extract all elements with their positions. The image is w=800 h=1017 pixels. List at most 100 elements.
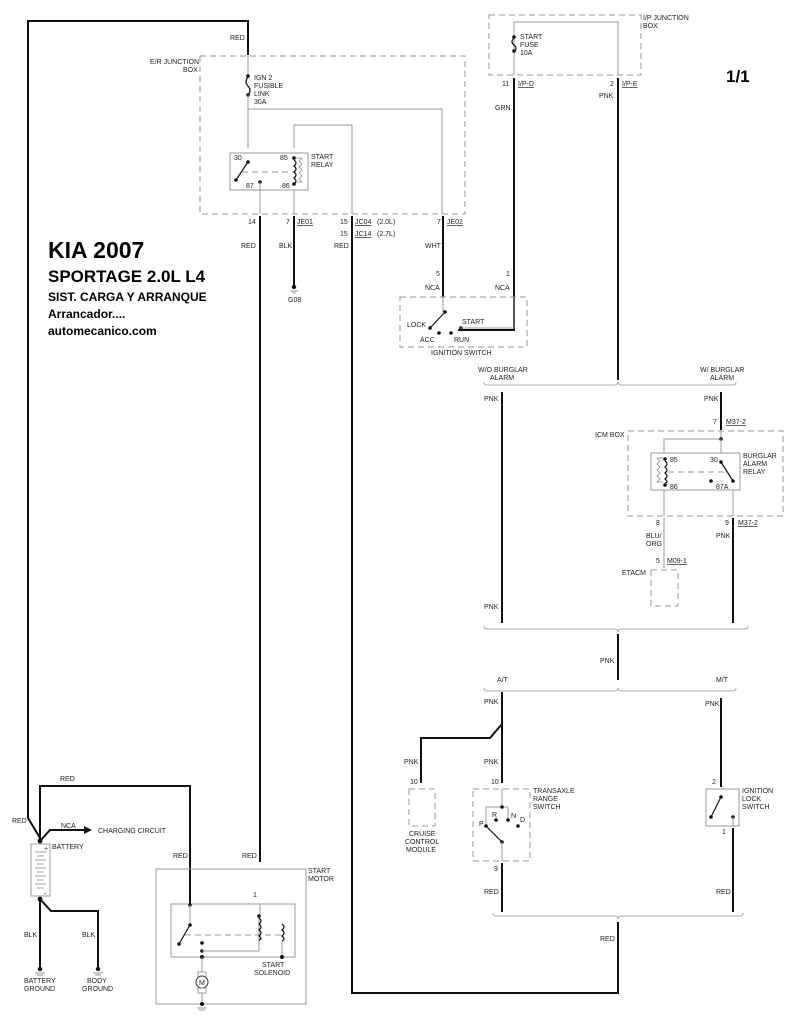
ipd-pin: 11 [502, 81, 509, 88]
transaxle-range-switch [472, 788, 531, 862]
ip-junction-box-label-2: BOX [643, 23, 658, 30]
ground-g08-label: G08 [288, 297, 301, 304]
er-junction-box-label-2: BOX [183, 67, 198, 74]
split-brace-trans [483, 687, 737, 692]
fusible-label-2: FUSIBLE [254, 83, 284, 90]
start-motor [155, 868, 307, 1005]
alarm-pin-85: 85 [670, 457, 678, 464]
alarm-pin-87a: 87A [716, 484, 729, 491]
trs-label: TRANSAXLE [533, 788, 575, 795]
start-relay-label-2: RELAY [311, 162, 334, 169]
ign-lock-label: LOCK [407, 322, 426, 329]
wire-grn-ipd [458, 78, 515, 331]
solenoid-coil-icon [258, 917, 262, 941]
wire-label-nca-3: NCA [61, 823, 76, 830]
wire-label-grn: GRN [495, 105, 511, 112]
merge-brace-alarm [483, 625, 749, 633]
alarm-relay-label-2: ALARM [743, 461, 767, 468]
start-relay [229, 152, 309, 191]
fusible-label-4: 30A [254, 99, 267, 106]
battery-ground-label-2: GROUND [24, 986, 55, 993]
wire-label-nca: NCA [425, 285, 440, 292]
body-ground-label: BODY [87, 978, 107, 985]
fusible-label-3: LINK [254, 91, 270, 98]
wire-label-pnk-6: PNK [600, 658, 615, 665]
etacm-label: ETACM [622, 570, 646, 577]
trs-d: D [520, 817, 525, 824]
alarm-relay-coil-icon [664, 460, 668, 484]
start-motor-label: START [308, 868, 331, 875]
relay-pin-85: 85 [280, 155, 288, 162]
trs-pin-out: 9 [494, 866, 498, 873]
m37-out-pin: 9 [725, 520, 729, 527]
wo-alarm-label-2: ALARM [490, 375, 514, 382]
w-alarm-label: W/ BURGLAR [700, 367, 744, 374]
cruise-label: CRUISE [409, 831, 436, 838]
start-motor-pin-1: 1 [253, 892, 257, 899]
ip-junction-box [488, 14, 642, 76]
m09-pin: 5 [656, 558, 660, 565]
wire-red-battery-to-solenoid [39, 785, 191, 905]
solenoid-label-2: SOLENOID [254, 970, 290, 977]
trs-pin-in: 10 [491, 779, 499, 786]
wire-label-blk: BLK [279, 243, 293, 250]
battery-minus: - [44, 891, 47, 898]
wire-blk-body-ground [39, 898, 99, 967]
trs-label-3: SWITCH [533, 804, 561, 811]
start-fuse-label-2: FUSE [520, 42, 539, 49]
trs-r: R [492, 812, 497, 819]
title-component: Arrancador.... [48, 307, 125, 321]
etacm-module [650, 569, 679, 607]
alarm-pin-30: 30 [710, 457, 718, 464]
fusible-label-1: IGN 2 [254, 75, 272, 82]
burglar-alarm-relay [650, 452, 741, 491]
at-label: A/T [497, 677, 509, 684]
merge-brace-red [492, 912, 744, 920]
wire-label-wht: WHT [425, 243, 442, 250]
wire-label-org: ORG [646, 541, 662, 548]
je02-pin: 7 [437, 219, 441, 226]
body-ground-label-2: GROUND [82, 986, 113, 993]
title-block: KIA 2007 SPORTAGE 2.0L L4 SIST. CARGA Y … [48, 237, 207, 338]
cruise-label-3: MODULE [406, 847, 436, 854]
trs-n: N [511, 813, 516, 820]
wire-label-pnk-5: PNK [716, 533, 731, 540]
ign-pin-5: 5 [436, 271, 440, 278]
wo-alarm-label: W/O BURGLAR [478, 367, 528, 374]
cruise-control-module [408, 788, 436, 827]
battery [30, 843, 51, 897]
wire-battery-main-red [27, 20, 249, 839]
connector-m09: M09-1 [667, 558, 687, 565]
alarm-relay-label-3: RELAY [743, 469, 766, 476]
relay-pin-87: 87 [246, 183, 254, 190]
wire-label-nca-2: NCA [495, 285, 510, 292]
battery-ground-icon [37, 966, 43, 972]
ignition-switch [399, 296, 528, 348]
icm-box-label: ICM BOX [595, 432, 625, 439]
connector-ipd: I/P-D [518, 81, 534, 88]
cruise-label-2: CONTROL [405, 839, 439, 846]
wire-label-red-6: RED [60, 776, 75, 783]
wire-label-red-8: RED [173, 853, 188, 860]
connector-m37-in: M37-2 [726, 419, 746, 426]
wire-label-pnk-9: PNK [484, 759, 499, 766]
wire-nca-charging [39, 829, 84, 842]
start-fuse-icon [511, 37, 517, 53]
start-motor-label-2: MOTOR [308, 876, 334, 883]
wire-label-pnk-3: PNK [484, 604, 499, 611]
motor-ground-icon [200, 1002, 204, 1006]
wire-label-red-7: RED [12, 818, 27, 825]
wire-label-pnk: PNK [599, 93, 614, 100]
wire-label-pnk-2: PNK [484, 396, 499, 403]
title-site: automecanico.com [48, 324, 157, 338]
ccm-pin: 10 [410, 779, 418, 786]
wire-label-blk-3: BLK [82, 932, 96, 939]
connector-jc04: JC04 [355, 219, 371, 226]
ign-run-label: RUN [454, 337, 469, 344]
connector-m37-out: M37-2 [738, 520, 758, 527]
wire-label-pnk-8: PNK [404, 759, 419, 766]
title-model: SPORTAGE 2.0L L4 [48, 267, 206, 286]
w-alarm-label-2: ALARM [710, 375, 734, 382]
wire-pnk-cruise [420, 723, 503, 783]
